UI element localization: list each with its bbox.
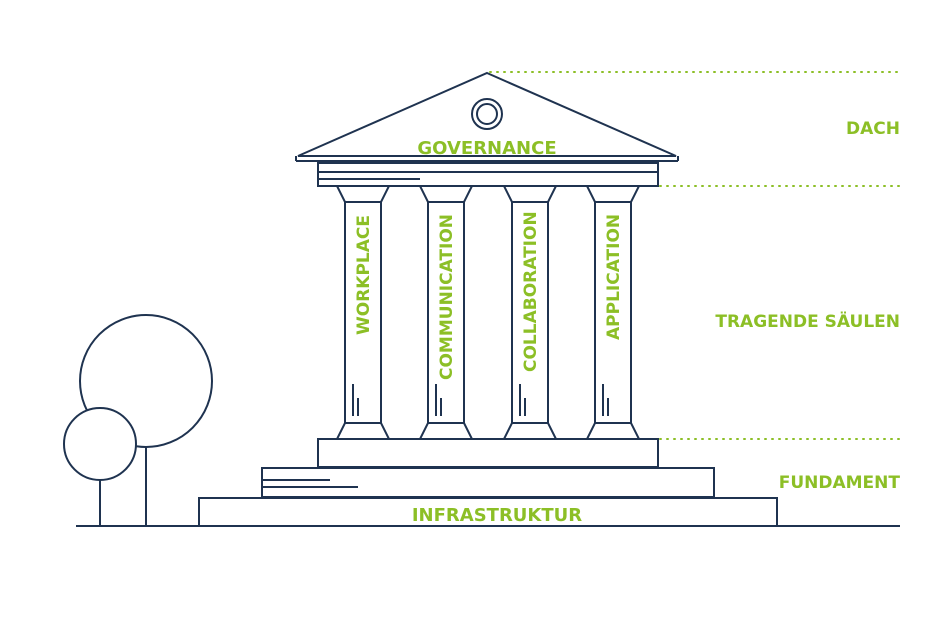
pillar-label-collaboration: COLLABORATION: [521, 211, 541, 372]
level-label-pillars: TRAGENDE SÄULEN: [715, 310, 900, 332]
level-label-foundation: FUNDAMENT: [779, 473, 901, 493]
pillar-application: APPLICATION: [585, 185, 641, 440]
pillar-communication: COMMUNICATION: [418, 185, 474, 440]
foundation-label: INFRASTRUKTUR: [412, 505, 582, 526]
pillar-collaboration: COLLABORATION: [502, 185, 558, 440]
foundation-steps: [198, 438, 778, 527]
pillar-label-workplace: WORKPLACE: [354, 215, 374, 335]
tree-icon: [63, 314, 213, 526]
pillar-label-communication: COMMUNICATION: [437, 214, 457, 380]
roof-label: GOVERNANCE: [417, 138, 556, 159]
columns: WORKPLACE COMMUNICATION COLLABORATION APPLI…: [335, 185, 641, 440]
circle-window-icon: [471, 98, 503, 130]
pillar-label-application: APPLICATION: [604, 214, 624, 340]
pillar-workplace: WORKPLACE: [335, 185, 391, 440]
level-label-roof: DACH: [846, 119, 900, 139]
